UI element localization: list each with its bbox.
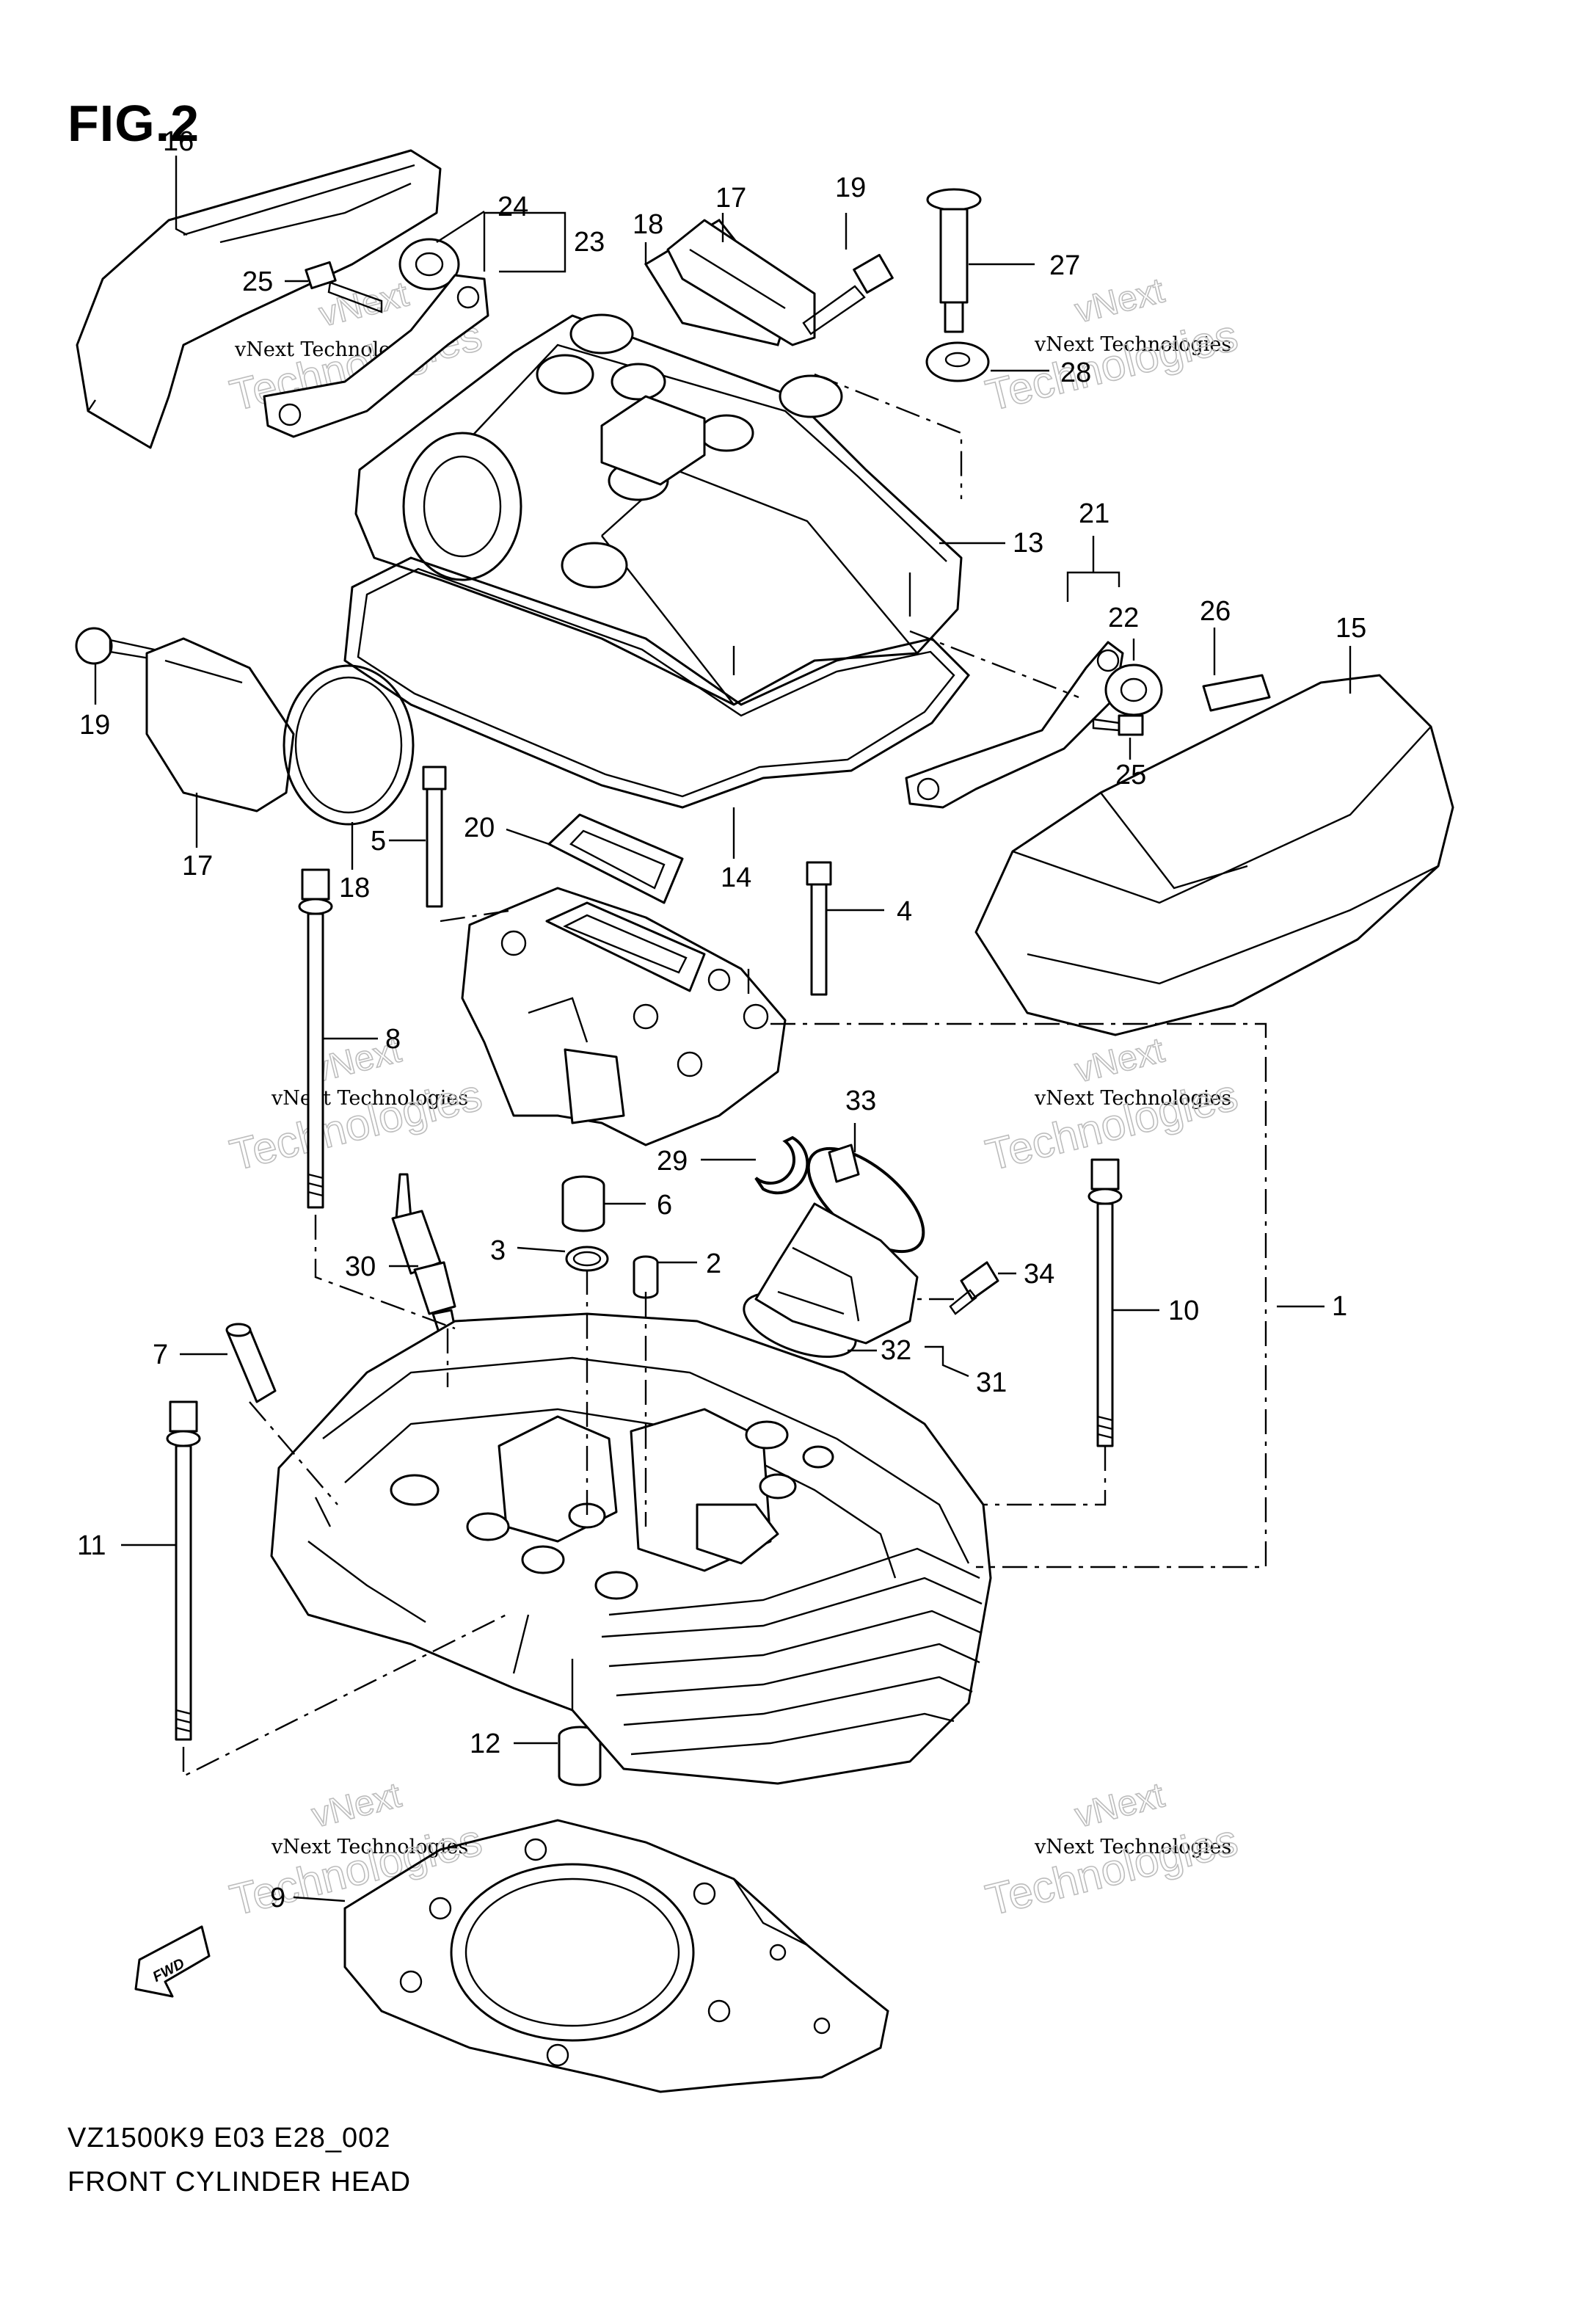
callout-34: 34	[1024, 1259, 1054, 1290]
part-17-cap-upper	[666, 219, 816, 346]
svg-text:Technologies: Technologies	[981, 310, 1242, 421]
callout-22: 22	[1108, 603, 1139, 633]
svg-text:vNext Technologies: vNext Technologies	[1034, 1836, 1231, 1858]
part-24-grommet	[398, 238, 460, 291]
callout-10: 10	[1168, 1295, 1199, 1326]
part-34-screw	[949, 1261, 999, 1315]
callout-9: 9	[270, 1883, 285, 1913]
callout-4: 4	[897, 896, 912, 927]
part-8-long-bolt	[298, 868, 333, 1209]
callout-29: 29	[657, 1146, 688, 1177]
part-20-gasket	[547, 813, 684, 904]
watermark-mid-left: vNext vNext Technologies Technologies	[225, 1030, 487, 1181]
callout-19-left: 19	[79, 710, 110, 741]
svg-text:vNext Technologies: vNext Technologies	[1034, 1087, 1231, 1110]
callout-25-right: 25	[1115, 760, 1146, 790]
cylinder-head-body	[270, 1312, 992, 1785]
callout-26: 26	[1200, 596, 1231, 627]
callout-30: 30	[345, 1251, 376, 1282]
callout-11: 11	[77, 1530, 106, 1561]
svg-text:vNext: vNext	[1071, 1776, 1168, 1836]
svg-text:vNext Technologies: vNext Technologies	[271, 1087, 468, 1110]
watermark-top-right: vNext vNext Technologies Technologies	[980, 271, 1243, 421]
callout-27: 27	[1049, 250, 1080, 281]
callout-23: 23	[574, 227, 605, 258]
part-9-head-gasket	[343, 1819, 889, 2093]
callout-18-left: 18	[339, 873, 370, 904]
callout-6: 6	[657, 1190, 672, 1221]
watermark-mid-right: vNext vNext Technologies Technologies	[980, 1030, 1243, 1181]
part-25-bolt-right	[1092, 714, 1144, 736]
caption-title: FRONT CYLINDER HEAD	[68, 2167, 412, 2198]
part-6-dowel	[561, 1175, 605, 1232]
part-16-side-cover	[76, 149, 442, 449]
callout-12: 12	[470, 1728, 500, 1759]
callout-24: 24	[498, 192, 528, 222]
fwd-arrow-icon: FWD	[134, 1925, 211, 1998]
part-4-bolt	[806, 861, 832, 996]
cam-holder-bracket	[461, 887, 787, 1146]
callout-7: 7	[153, 1339, 168, 1370]
callout-17-upper: 17	[715, 183, 746, 214]
callout-17-left: 17	[182, 851, 213, 881]
callout-20: 20	[464, 813, 495, 843]
leader-lines	[94, 156, 1352, 1902]
callout-8: 8	[385, 1024, 401, 1055]
callout-32: 32	[881, 1335, 911, 1366]
figure-label: FIG.2	[68, 95, 200, 152]
svg-text:vNext: vNext	[308, 1776, 405, 1836]
watermark-bottom-right: vNext vNext Technologies Technologies	[980, 1775, 1243, 1926]
part-23-bracket	[263, 274, 489, 438]
callout-15: 15	[1336, 613, 1366, 644]
callout-18-upper: 18	[633, 209, 663, 240]
callout-5: 5	[371, 826, 386, 857]
part-14-cover-gasket	[343, 556, 970, 809]
part-11-long-bolt	[166, 1400, 201, 1741]
callout-25-upper: 25	[242, 266, 273, 297]
part-27-stud-bolt	[926, 188, 982, 333]
svg-text:Technologies: Technologies	[225, 1815, 487, 1925]
part-30-spark-plug	[391, 1173, 456, 1334]
part-31-intake-pipe	[754, 1202, 919, 1345]
callout-31: 31	[976, 1367, 1007, 1398]
svg-text:Technologies: Technologies	[981, 1815, 1242, 1925]
callout-16: 16	[163, 126, 194, 157]
caption-model: VZ1500K9 E03 E28_002	[68, 2123, 391, 2153]
part-29-clip	[754, 1135, 809, 1195]
callout-13: 13	[1013, 528, 1043, 559]
callout-14: 14	[721, 862, 751, 893]
part-5-bolt	[422, 766, 447, 908]
svg-text:vNext Technologies: vNext Technologies	[1034, 333, 1231, 356]
part-22-grommet-right	[1104, 664, 1163, 716]
callout-28: 28	[1060, 357, 1091, 388]
callout-3: 3	[490, 1235, 506, 1266]
callout-2: 2	[706, 1248, 721, 1279]
part-19-bolt-upper	[802, 253, 894, 335]
part-17-cap-left	[145, 637, 295, 813]
callout-1: 1	[1332, 1291, 1347, 1322]
part-2-dowel-pin	[633, 1255, 659, 1299]
part-19-bolt-left	[75, 627, 156, 665]
part-25-bolt-upper	[305, 261, 383, 313]
callout-labels: 16 24 23 25 18 17 19 27 28 13 21 22 25 2…	[77, 126, 1366, 1913]
part-26-spacer	[1202, 674, 1271, 712]
callout-21: 21	[1079, 498, 1109, 529]
callout-19-upper: 19	[835, 172, 866, 203]
svg-text:vNext: vNext	[1071, 272, 1168, 331]
part-10-long-bolt	[1087, 1158, 1123, 1447]
part-18-oring-left	[283, 664, 415, 826]
part-7-valve-guide	[225, 1323, 277, 1403]
callout-33: 33	[845, 1086, 876, 1116]
part-21-bracket-right	[905, 641, 1124, 809]
part-3-oring	[565, 1246, 609, 1272]
assembly-lines	[182, 373, 1267, 1778]
svg-text:vNext: vNext	[1071, 1031, 1168, 1091]
part-13-head-cover	[354, 313, 963, 706]
svg-text:vNext Technologies: vNext Technologies	[271, 1836, 468, 1858]
part-28-washer	[925, 341, 990, 382]
part-15-side-cover-right	[974, 674, 1454, 1036]
